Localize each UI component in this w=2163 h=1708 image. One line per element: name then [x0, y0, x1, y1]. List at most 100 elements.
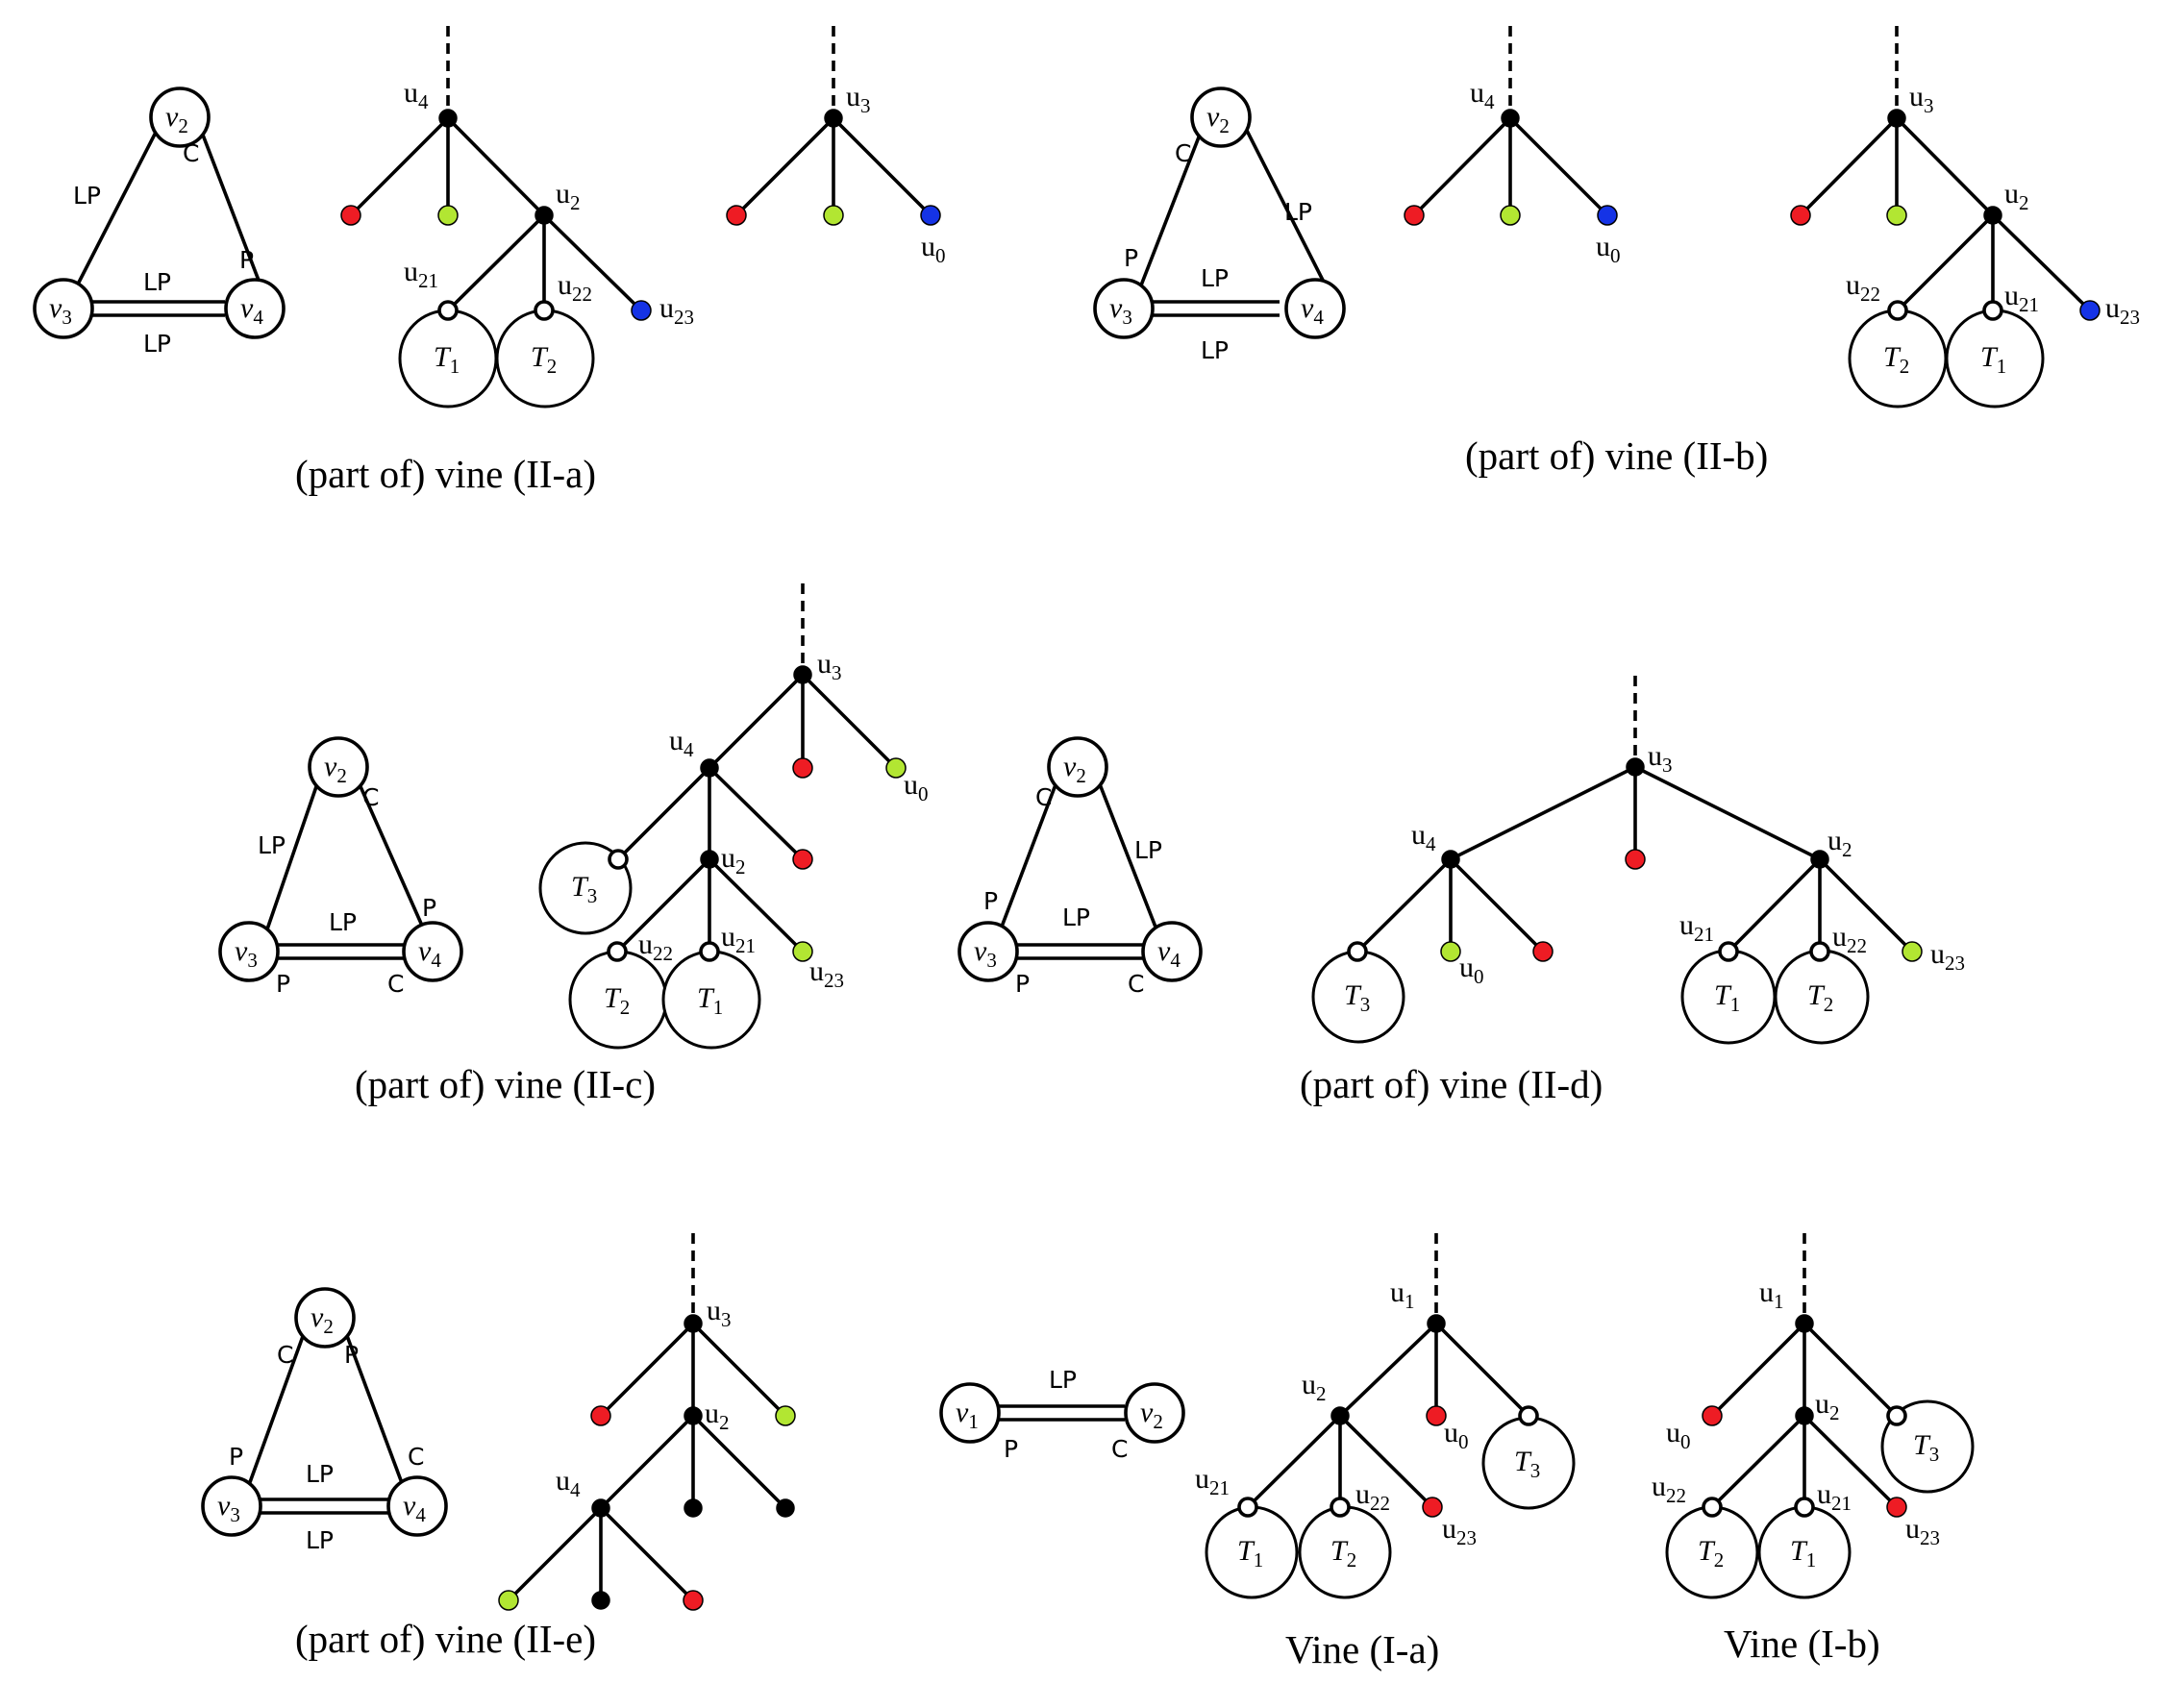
tree-edge	[542, 213, 643, 312]
vertex-v3	[201, 1475, 262, 1537]
root-T1	[1794, 1497, 1815, 1518]
root-T2	[1887, 300, 1908, 321]
edge-label-C: C	[1175, 139, 1191, 167]
root-T2	[607, 941, 628, 962]
label-u0: u0	[1459, 952, 1484, 988]
vertex-label-v3: v3	[974, 935, 997, 972]
tree-edge	[708, 766, 805, 861]
subtree-label-T2: T2	[604, 982, 630, 1019]
tree-edge	[1338, 1414, 1434, 1509]
label-u3: u3	[707, 1295, 732, 1331]
blue-node	[2079, 300, 2101, 321]
edge-label-P: P	[422, 894, 436, 922]
tree-edge	[350, 766, 428, 935]
tree-edge	[446, 213, 546, 312]
edge-label-P: P	[276, 970, 290, 998]
edge-label-LP: LP	[1201, 336, 1229, 364]
label-u22: u22	[1832, 921, 1867, 957]
subtree-label-T3: T3	[1913, 1429, 1939, 1466]
caption-IIa: (part of) vine (II-a)	[295, 452, 596, 496]
label-u21: u21	[1679, 909, 1714, 946]
tree-edge	[1508, 116, 1609, 217]
edge-label-LP: LP	[1049, 1366, 1077, 1394]
label-u2: u2	[1827, 825, 1852, 861]
black-node	[1810, 850, 1829, 869]
black-node	[700, 758, 719, 778]
label-u2: u2	[2004, 178, 2029, 214]
label-u23: u23	[1905, 1513, 1940, 1549]
vertex-label-v3: v3	[217, 1490, 240, 1526]
label-u2: u2	[705, 1398, 730, 1434]
blue-node	[1597, 205, 1618, 226]
label-u3: u3	[1648, 740, 1673, 777]
label-u0: u0	[1596, 231, 1621, 267]
edge-label-LP: LP	[143, 330, 171, 358]
black-node	[1983, 206, 2002, 225]
red-node	[792, 849, 813, 870]
label-u2: u2	[1815, 1388, 1840, 1424]
edge-label-C: C	[1035, 783, 1052, 811]
black-node	[1501, 109, 1520, 128]
root-T3	[1518, 1405, 1539, 1426]
label-u23: u23	[1442, 1513, 1477, 1549]
vertex-label-v4: v4	[403, 1490, 426, 1526]
caption-IIc: (part of) vine (II-c)	[355, 1062, 656, 1106]
vertex-label-v3: v3	[1109, 292, 1132, 329]
tree-edge	[258, 766, 325, 953]
tree-edge	[691, 1414, 787, 1510]
tree-edge	[338, 1317, 412, 1507]
label-u2: u2	[721, 842, 746, 879]
subtree-label-T2: T2	[531, 341, 557, 378]
caption-IIe: (part of) vine (II-e)	[295, 1617, 596, 1661]
edge-label-P: P	[229, 1443, 243, 1471]
tree-edge	[1634, 765, 1821, 861]
tree-edge	[599, 1506, 695, 1602]
label-u22: u22	[1846, 269, 1880, 306]
tree-edge	[599, 1322, 695, 1418]
label-u22: u22	[638, 928, 673, 965]
edge-label-LP: LP	[1062, 904, 1090, 931]
vertex-v2	[149, 87, 211, 148]
root-T1	[1718, 941, 1739, 962]
edge-label-LP: LP	[258, 831, 286, 859]
caption-Ib: Vine (I-b)	[1724, 1621, 1880, 1666]
label-u3: u3	[846, 81, 871, 117]
vertex-v3	[1093, 278, 1155, 339]
vertex-v4	[224, 278, 286, 339]
black-node	[1795, 1314, 1814, 1333]
label-u23: u23	[1930, 938, 1965, 975]
tree-edge	[1434, 1322, 1530, 1418]
label-u23: u23	[809, 955, 844, 992]
label-u1: u1	[1390, 1276, 1415, 1313]
label-u1: u1	[1759, 1276, 1784, 1313]
tree-edge	[615, 857, 711, 953]
edge-label-C: C	[1111, 1435, 1128, 1463]
root-T2	[1809, 941, 1830, 962]
vertex-v2	[294, 1287, 356, 1349]
edge-label-C: C	[408, 1443, 424, 1471]
subtree-label-T1: T1	[1790, 1535, 1816, 1572]
subtree-label-T2: T2	[1883, 341, 1909, 378]
tree-edge	[1137, 116, 1208, 291]
edge-label-C: C	[1128, 970, 1144, 998]
tree-edge	[599, 1414, 695, 1510]
edge-label-C: C	[277, 1341, 293, 1369]
label-u3: u3	[817, 648, 842, 684]
vertex-v1	[939, 1382, 1001, 1444]
edge-label-LP: LP	[143, 268, 171, 296]
blue-node	[920, 205, 941, 226]
caption-IId: (part of) vine (II-d)	[1300, 1062, 1603, 1106]
tree-edge	[708, 673, 805, 770]
green-node	[1886, 205, 1907, 226]
tree-edge	[1895, 116, 1995, 217]
subtree-label-T1: T1	[697, 982, 723, 1019]
tree-edge	[734, 116, 835, 217]
vertex-label-v2: v2	[324, 751, 347, 787]
green-node	[792, 941, 813, 962]
edge-label-LP: LP	[306, 1526, 334, 1554]
edge-label-P: P	[239, 246, 254, 274]
edge-label-P: P	[344, 1341, 359, 1369]
tree-edge	[239, 1317, 311, 1507]
tree-edge	[1246, 1414, 1342, 1509]
edge-label-P: P	[983, 887, 998, 915]
